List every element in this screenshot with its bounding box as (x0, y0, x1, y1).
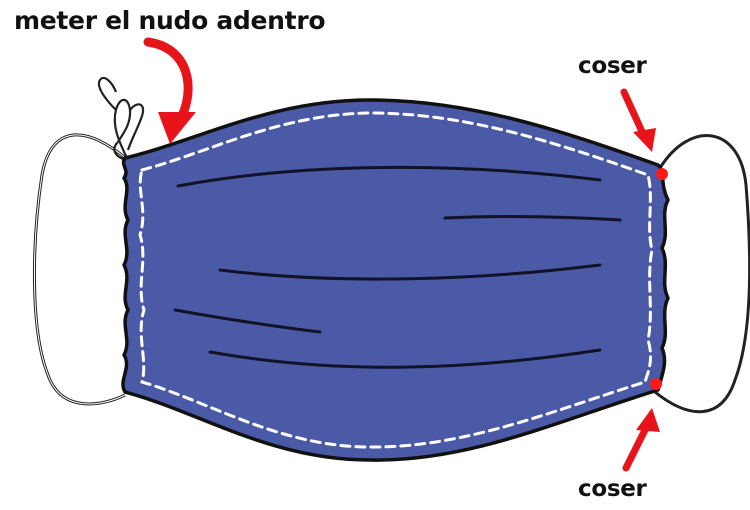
knot-instruction-label: meter el nudo adentro (14, 6, 326, 35)
pleat-line (218, 263, 602, 281)
red-dot-icon (656, 168, 668, 180)
red-dot-icon (650, 378, 662, 390)
pleat-line (443, 215, 622, 222)
sew-top-label: coser (578, 53, 647, 79)
loop-knot-icon (97, 76, 145, 162)
pleat-line (173, 308, 322, 334)
right-ear-loop (654, 134, 750, 414)
red-arrow-icon (622, 408, 660, 472)
red-arrow-icon (143, 37, 196, 144)
sew-bottom-label: coser (578, 476, 647, 502)
stitch-line (138, 111, 654, 449)
pleat-line (176, 165, 602, 188)
left-ear-loop (32, 133, 129, 406)
pleat-line (208, 348, 602, 369)
pleats (173, 165, 622, 369)
red-arrow-icon (620, 88, 656, 152)
